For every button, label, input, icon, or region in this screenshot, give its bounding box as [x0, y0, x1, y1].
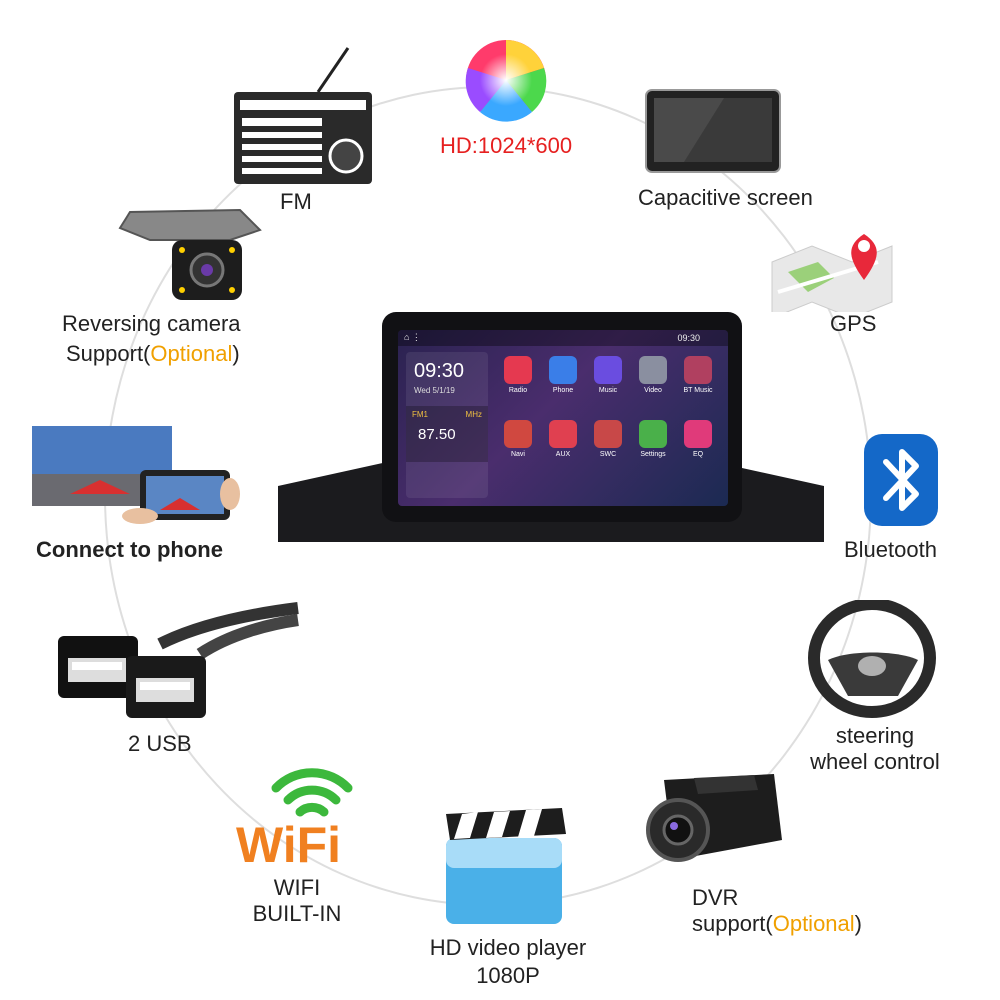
- radio-unit: MHz: [465, 410, 482, 419]
- wifi-logo-text: WiFi: [236, 817, 341, 868]
- app-swc[interactable]: SWC: [588, 420, 628, 476]
- wifi-icon: WiFi: [236, 768, 353, 868]
- android-home-screen: ⌂ ⋮ 09:30 09:30 Wed 5/1/19 FM1 MHz 87.50…: [398, 330, 728, 506]
- radio-band: FM1: [412, 410, 428, 419]
- app-icon: [684, 420, 712, 448]
- dvr-label-line2: support(Optional): [692, 911, 862, 936]
- video-feature: HD video player 1080P: [418, 804, 598, 994]
- wifi-feature: WiFi WIFI BUILT-IN: [232, 758, 392, 928]
- app-icon: [639, 420, 667, 448]
- app-label: Navi: [510, 451, 525, 458]
- radio-widget[interactable]: FM1 MHz 87.50: [406, 406, 488, 462]
- hd-feature: HD:1024*600: [436, 38, 596, 168]
- app-label: Video: [644, 387, 662, 394]
- color-wheel-icon: [465, 40, 547, 122]
- reversing-camera-feature: Reversing camera Support(Optional): [60, 200, 262, 370]
- app-radio[interactable]: Radio: [498, 356, 538, 412]
- app-label: EQ: [692, 451, 704, 458]
- radio-icon: [234, 47, 372, 184]
- home-icon[interactable]: ⌂ ⋮: [404, 332, 421, 342]
- phone-mirroring-icon: [32, 426, 240, 524]
- wifi-label-line1: WIFI: [273, 875, 321, 900]
- clock-radio-widget[interactable]: 09:30 Wed 5/1/19 FM1 MHz 87.50: [406, 352, 488, 498]
- dvr-camera-icon: [646, 774, 782, 862]
- app-aux[interactable]: AUX: [543, 420, 583, 476]
- app-eq[interactable]: EQ: [678, 420, 718, 476]
- app-icon: [594, 356, 622, 384]
- hd-label: HD:1024*600: [440, 133, 573, 158]
- app-label: SWC: [599, 451, 617, 458]
- fm-label: FM: [280, 189, 312, 214]
- radio-frequency: 87.50: [418, 426, 456, 443]
- usb-feature: 2 USB: [50, 584, 300, 764]
- app-icon: [549, 420, 577, 448]
- app-label: AUX: [555, 451, 571, 458]
- optional-tag: Optional: [150, 341, 233, 366]
- app-label: Radio: [508, 387, 528, 394]
- reversing-label-line2: Support(Optional): [66, 341, 240, 366]
- dvr-label-line1: DVR: [692, 885, 739, 910]
- status-time: 09:30: [677, 333, 700, 343]
- capacitive-label: Capacitive screen: [638, 185, 813, 210]
- app-icon: [594, 420, 622, 448]
- clock-time: 09:30: [414, 360, 465, 382]
- app-music[interactable]: Music: [588, 356, 628, 412]
- steering-label-line1: steering: [835, 723, 915, 748]
- phone-feature: Connect to phone: [30, 424, 260, 569]
- usb-label: 2 USB: [128, 731, 192, 756]
- app-video[interactable]: Video: [633, 356, 673, 412]
- wifi-label-line2: BUILT-IN: [252, 901, 342, 926]
- app-icon: [549, 356, 577, 384]
- app-icon: [684, 356, 712, 384]
- head-unit: ⌂ ⋮ 09:30 09:30 Wed 5/1/19 FM1 MHz 87.50…: [278, 312, 824, 562]
- app-label: BT Music: [683, 387, 713, 394]
- steering-feature: steering wheel control: [800, 600, 960, 780]
- app-phone[interactable]: Phone: [543, 356, 583, 412]
- video-label-line1: HD video player: [429, 935, 587, 960]
- app-label: Phone: [552, 387, 574, 394]
- bluetooth-label: Bluetooth: [844, 537, 937, 562]
- fm-feature: FM: [228, 44, 378, 234]
- status-bar: ⌂ ⋮ 09:30: [398, 330, 728, 346]
- capacitive-feature: Capacitive screen: [636, 88, 836, 218]
- steering-label-line2: wheel control: [810, 749, 940, 774]
- app-label: Settings: [640, 451, 666, 458]
- reversing-label-line1: Reversing camera: [62, 311, 241, 336]
- app-navi[interactable]: Navi: [498, 420, 538, 476]
- app-icon: [504, 356, 532, 384]
- screen-icon: [645, 89, 781, 173]
- clock-date: Wed 5/1/19: [414, 386, 455, 395]
- bluetooth-feature: Bluetooth: [842, 432, 962, 572]
- phone-label: Connect to phone: [36, 537, 223, 562]
- gps-feature: GPS: [768, 222, 908, 342]
- video-label-line2: 1080P: [476, 963, 540, 988]
- app-label: Music: [598, 387, 618, 394]
- dvr-feature: DVR support(Optional): [620, 770, 890, 940]
- optional-tag: Optional: [772, 911, 855, 936]
- video-player-icon: [446, 808, 566, 924]
- camera-icon: [118, 208, 262, 300]
- app-settings[interactable]: Settings: [633, 420, 673, 476]
- usb-ports-icon: [58, 602, 299, 718]
- app-icon: [639, 356, 667, 384]
- map-pin-icon: [771, 234, 893, 312]
- steering-wheel-icon: [808, 600, 936, 718]
- gps-label: GPS: [830, 311, 877, 336]
- app-icon: [504, 420, 532, 448]
- bluetooth-icon: [864, 434, 938, 526]
- app-bt-music[interactable]: BT Music: [678, 356, 718, 412]
